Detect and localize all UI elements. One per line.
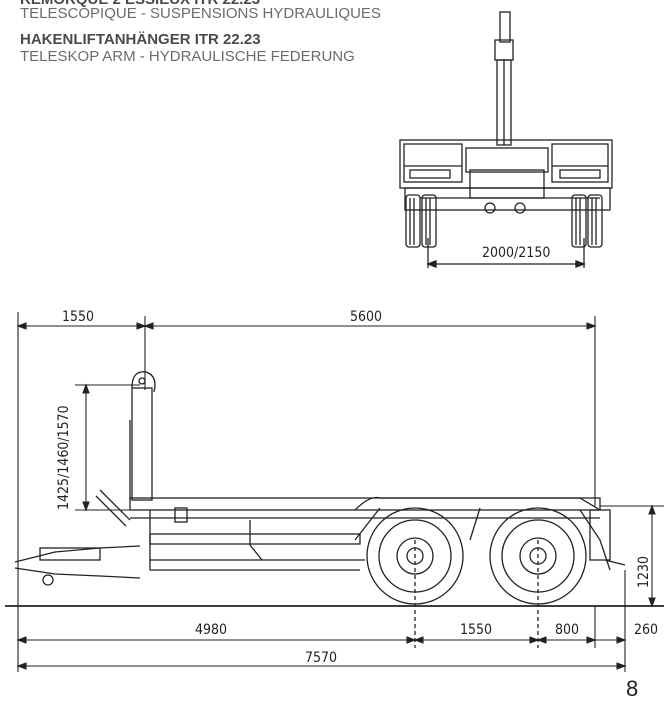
dimension-lines (16, 312, 664, 672)
rear-view-drawing (399, 11, 613, 268)
page-number: 8 (626, 676, 639, 701)
dim-rear-overhang: 800 (555, 622, 579, 638)
dim-axle-spacing: 1550 (460, 622, 492, 638)
side-view-drawing (5, 371, 664, 648)
dim-tail: 260 (634, 622, 658, 638)
dim-track: 2000/2150 (482, 245, 550, 261)
dim-front-overhang: 1550 (62, 309, 94, 325)
title-fr: REMORQUE 2 ESSIEUX ITR 22.23 (20, 0, 260, 8)
dim-drawbar-to-axle: 4980 (195, 622, 227, 638)
title-de: HAKENLIFTANHÄNGER ITR 22.23 (20, 31, 261, 48)
subtitle-fr: TELESCOPIQUE - SUSPENSIONS HYDRAULIQUES (20, 5, 381, 22)
dim-hook-to-rear: 5600 (350, 309, 382, 325)
dim-rear-height: 1230 (636, 556, 652, 588)
dim-hook-height: 1425/1460/1570 (56, 405, 72, 510)
dim-overall-length: 7570 (305, 650, 337, 666)
subtitle-de: TELESKOP ARM - HYDRAULISCHE FEDERUNG (20, 48, 355, 65)
